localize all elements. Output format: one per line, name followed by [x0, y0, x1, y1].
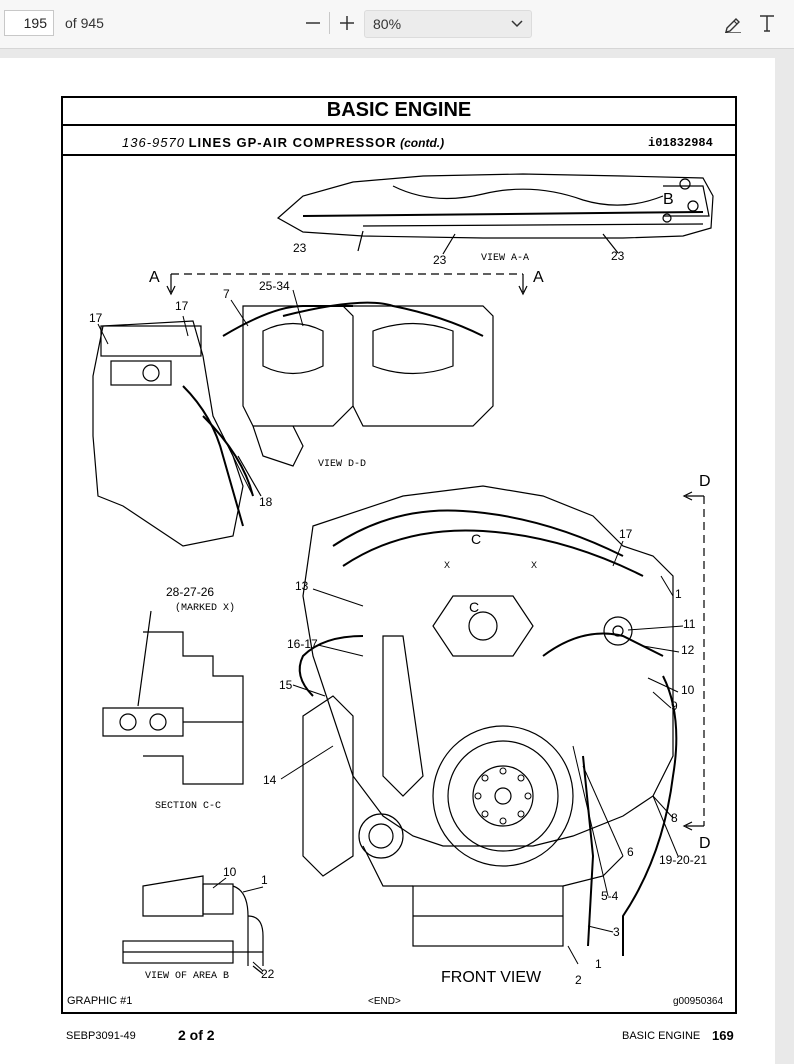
callout-1-a: 1	[675, 587, 682, 601]
callout-10-b: 10	[223, 865, 237, 879]
section-a-right: A	[533, 269, 544, 286]
footer-doc-number: SEBP3091-49	[66, 1030, 136, 1042]
section-d-top: D	[699, 473, 711, 490]
illustration-id: i01832984	[648, 136, 713, 150]
callout-13: 13	[295, 579, 309, 593]
page-total-label: of 945	[65, 15, 104, 31]
footer-page-of: 2 of 2	[178, 1027, 215, 1043]
callout-14: 14	[263, 773, 277, 787]
callout-1-b: 1	[595, 957, 602, 971]
callout-9: 9	[671, 699, 678, 713]
part-heading: 136-9570 LINES GP-AIR COMPRESSOR (contd.…	[122, 135, 444, 150]
footer-page-number: 169	[712, 1028, 734, 1043]
callout-23-mid: 23	[433, 253, 447, 267]
engine-line-drawing: 23 23 23 VIEW A-A B A A 7 25-34 17 17 18…	[67, 173, 723, 1007]
section-line-aa	[166, 273, 528, 296]
front-view-drawing	[298, 485, 678, 956]
marker-x-right: X	[531, 560, 537, 570]
callout-7: 7	[223, 287, 230, 301]
callout-c-top: C	[471, 531, 481, 547]
footer-section: BASIC ENGINE	[622, 1030, 701, 1042]
zoom-value: 80%	[373, 16, 402, 32]
callout-b: B	[663, 191, 674, 208]
title-divider	[61, 124, 737, 126]
callout-2: 2	[575, 973, 582, 987]
section-d-bottom: D	[699, 835, 711, 852]
end-label: <END>	[368, 996, 401, 1007]
section-line-dd	[682, 491, 705, 831]
callout-17-c: 17	[619, 527, 633, 541]
callout-10-a: 10	[681, 683, 695, 697]
document-frame	[61, 96, 737, 1014]
marker-x-left: X	[444, 560, 450, 570]
view-dd-label: VIEW D-D	[318, 459, 366, 470]
marked-x-label: (MARKED X)	[175, 602, 235, 614]
minus-icon	[306, 22, 320, 24]
callout-leaders	[97, 289, 684, 972]
part-number: 136-9570	[122, 135, 185, 150]
callout-16-17: 16-17	[287, 637, 318, 651]
text-tool-button[interactable]	[756, 12, 778, 34]
front-view-label: FRONT VIEW	[441, 969, 542, 986]
view-aa-drawing	[276, 173, 714, 255]
callout-3: 3	[613, 925, 620, 939]
image-id: g00950364	[673, 996, 723, 1007]
callout-28-27-26: 28-27-26	[166, 585, 214, 599]
callout-6: 6	[627, 845, 634, 859]
callout-15: 15	[279, 678, 293, 692]
section-cc-label: SECTION C-C	[155, 801, 221, 812]
callout-17-b: 17	[89, 311, 103, 325]
callout-1-c: 1	[261, 873, 268, 887]
contd-label: (contd.)	[400, 136, 445, 150]
pdf-toolbar: 195 of 945 80%	[0, 0, 794, 49]
callout-c-mid: C	[469, 599, 479, 615]
section-a-left: A	[149, 269, 160, 286]
plus-icon	[340, 16, 354, 30]
page-number-input[interactable]: 195	[4, 10, 54, 36]
callout-23-left: 23	[293, 241, 307, 255]
vertical-scrollbar[interactable]	[778, 49, 794, 1064]
area-b-drawing	[122, 875, 264, 975]
view-dd-drawing	[92, 301, 494, 547]
area-b-label: VIEW OF AREA B	[145, 971, 229, 982]
pen-icon	[725, 18, 741, 33]
zoom-out-button[interactable]	[302, 12, 324, 34]
draw-button[interactable]	[722, 12, 744, 34]
zoom-select[interactable]: 80%	[364, 10, 532, 38]
document-title: BASIC ENGINE	[326, 99, 472, 121]
callout-18: 18	[259, 495, 273, 509]
callout-12: 12	[681, 643, 695, 657]
view-aa-label: VIEW A-A	[481, 253, 529, 264]
callout-17-a: 17	[175, 299, 189, 313]
text-icon	[760, 15, 774, 32]
section-cc-drawing	[102, 610, 244, 785]
graphic-label: GRAPHIC #1	[67, 995, 132, 1007]
callout-22: 22	[261, 967, 275, 981]
callout-11: 11	[683, 617, 696, 631]
chevron-down-icon	[511, 20, 523, 28]
zoom-in-button[interactable]	[336, 12, 358, 34]
callout-25-34: 25-34	[259, 279, 290, 293]
part-name: LINES GP-AIR COMPRESSOR	[188, 135, 397, 150]
callout-23-right: 23	[611, 249, 625, 263]
callout-5-4: 5-4	[601, 889, 619, 903]
toolbar-divider	[329, 12, 330, 34]
heading-divider	[61, 154, 737, 156]
callout-19-20-21: 19-20-21	[659, 853, 707, 867]
callout-8: 8	[671, 811, 678, 825]
